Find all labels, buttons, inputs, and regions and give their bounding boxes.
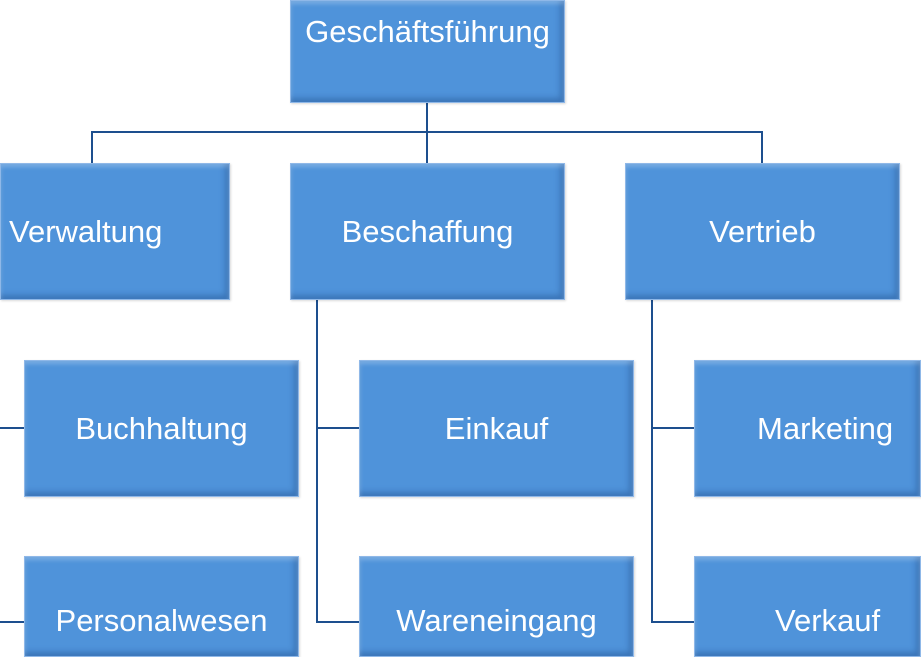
node-label: Geschäftsführung xyxy=(305,14,550,49)
connector xyxy=(0,621,24,623)
node-label: Verkauf xyxy=(775,603,881,638)
node-vertrieb[interactable]: Vertrieb xyxy=(625,163,900,300)
connector xyxy=(316,427,359,429)
node-verwaltung[interactable]: Verwaltung xyxy=(0,163,230,300)
connector xyxy=(91,131,93,163)
node-beschaffung[interactable]: Beschaffung xyxy=(290,163,565,300)
connector xyxy=(651,621,694,623)
node-label: Personalwesen xyxy=(55,603,268,638)
node-label: Verwaltung xyxy=(9,213,163,249)
connector xyxy=(426,131,428,163)
connector xyxy=(651,300,653,623)
node-label: Wareneingang xyxy=(396,603,597,638)
connector xyxy=(761,131,763,163)
node-marketing[interactable]: Marketing xyxy=(694,360,921,497)
node-label: Vertrieb xyxy=(709,213,816,249)
node-einkauf[interactable]: Einkauf xyxy=(359,360,634,497)
node-wareneingang[interactable]: Wareneingang xyxy=(359,556,634,657)
node-geschaeftsfuehrung[interactable]: Geschäftsführung xyxy=(290,0,565,103)
connector xyxy=(426,103,428,133)
connector xyxy=(316,300,318,623)
node-label: Einkauf xyxy=(444,410,549,446)
connector xyxy=(0,427,24,429)
node-label: Buchhaltung xyxy=(75,410,248,446)
connector xyxy=(651,427,694,429)
node-personalwesen[interactable]: Personalwesen xyxy=(24,556,299,657)
node-label: Marketing xyxy=(757,410,894,446)
node-verkauf[interactable]: Verkauf xyxy=(694,556,921,657)
node-label: Beschaffung xyxy=(341,213,514,249)
node-buchhaltung[interactable]: Buchhaltung xyxy=(24,360,299,497)
connector xyxy=(316,621,359,623)
